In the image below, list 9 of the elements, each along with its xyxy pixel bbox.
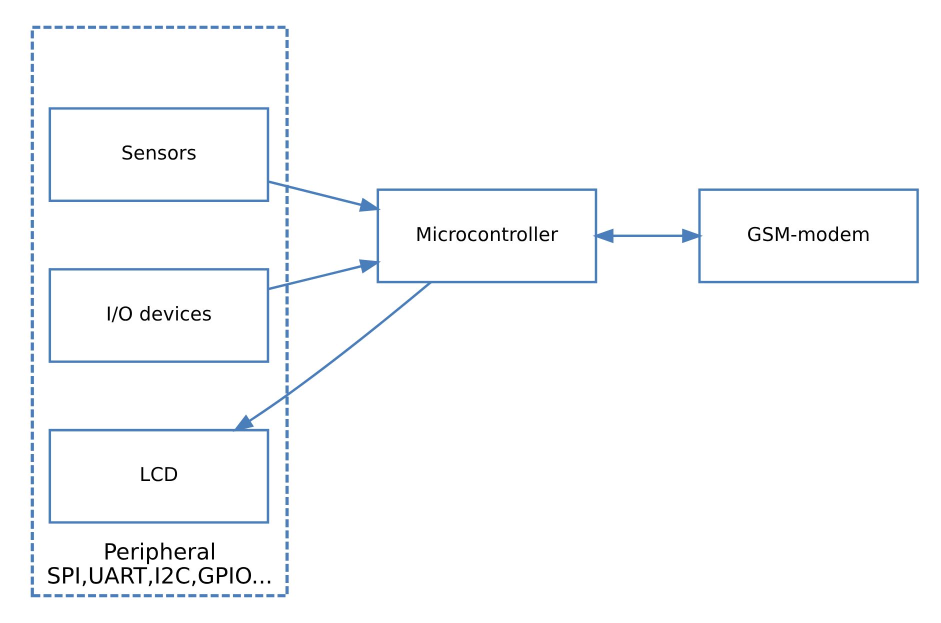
node-box: Sensors [48, 107, 269, 202]
node-box: I/O devices [48, 268, 269, 363]
node-box: LCD [48, 428, 269, 524]
arrow [232, 281, 432, 432]
arrow [267, 259, 380, 290]
arrow [267, 180, 380, 212]
node-box: Microcontroller [376, 188, 597, 284]
arrow [592, 228, 702, 244]
node-box: GSM-modem [698, 188, 918, 284]
